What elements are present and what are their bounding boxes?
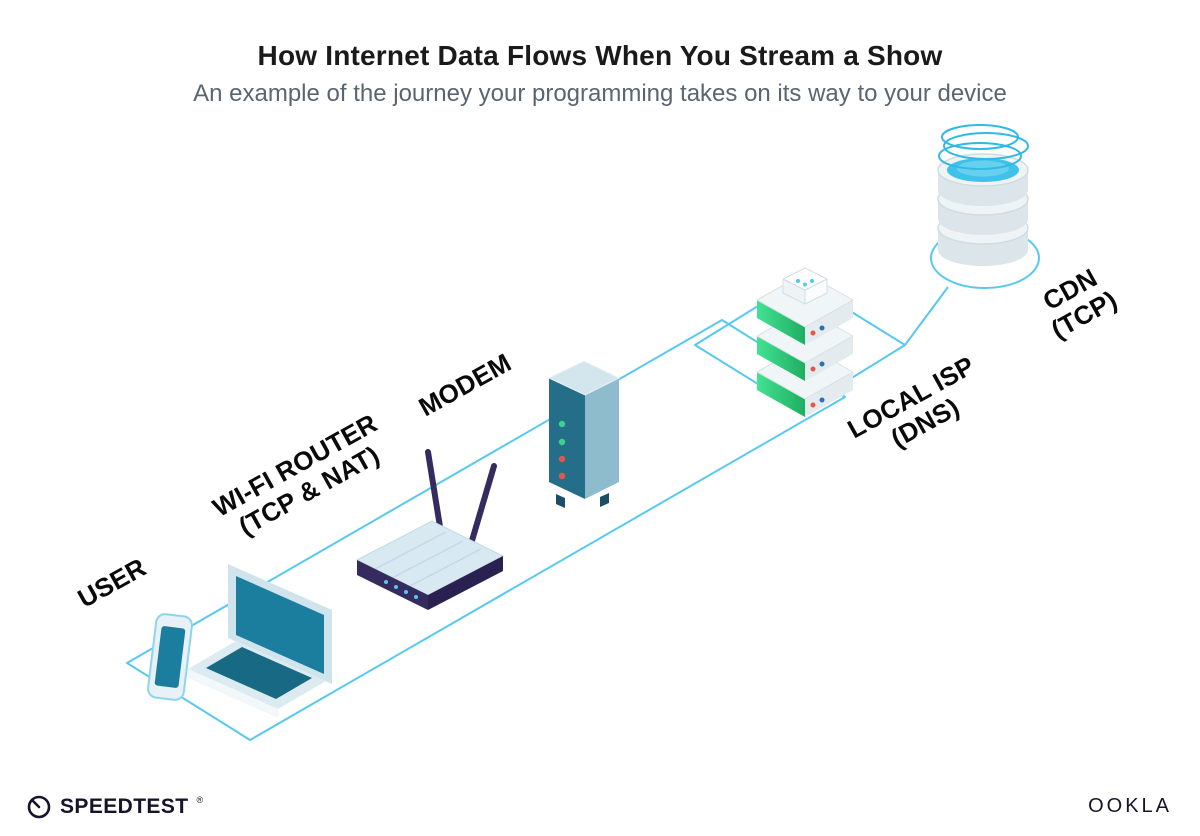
speedtest-logo: SPEEDTEST ® [26, 794, 203, 820]
page-subtitle: An example of the journey your programmi… [193, 80, 1007, 107]
gauge-icon [27, 795, 51, 819]
modem-icon [547, 360, 621, 508]
ookla-wordmark: OOKLA [1088, 795, 1172, 817]
cdn-database-icon [937, 124, 1029, 266]
page-title: How Internet Data Flows When You Stream … [257, 40, 943, 71]
laptop-icon [188, 564, 332, 718]
registered-mark: ® [196, 795, 204, 805]
phone-icon [147, 613, 193, 701]
wifi-router-icon [355, 449, 505, 610]
speedtest-wordmark: SPEEDTEST [60, 795, 189, 818]
isp-server-icon [756, 267, 854, 417]
